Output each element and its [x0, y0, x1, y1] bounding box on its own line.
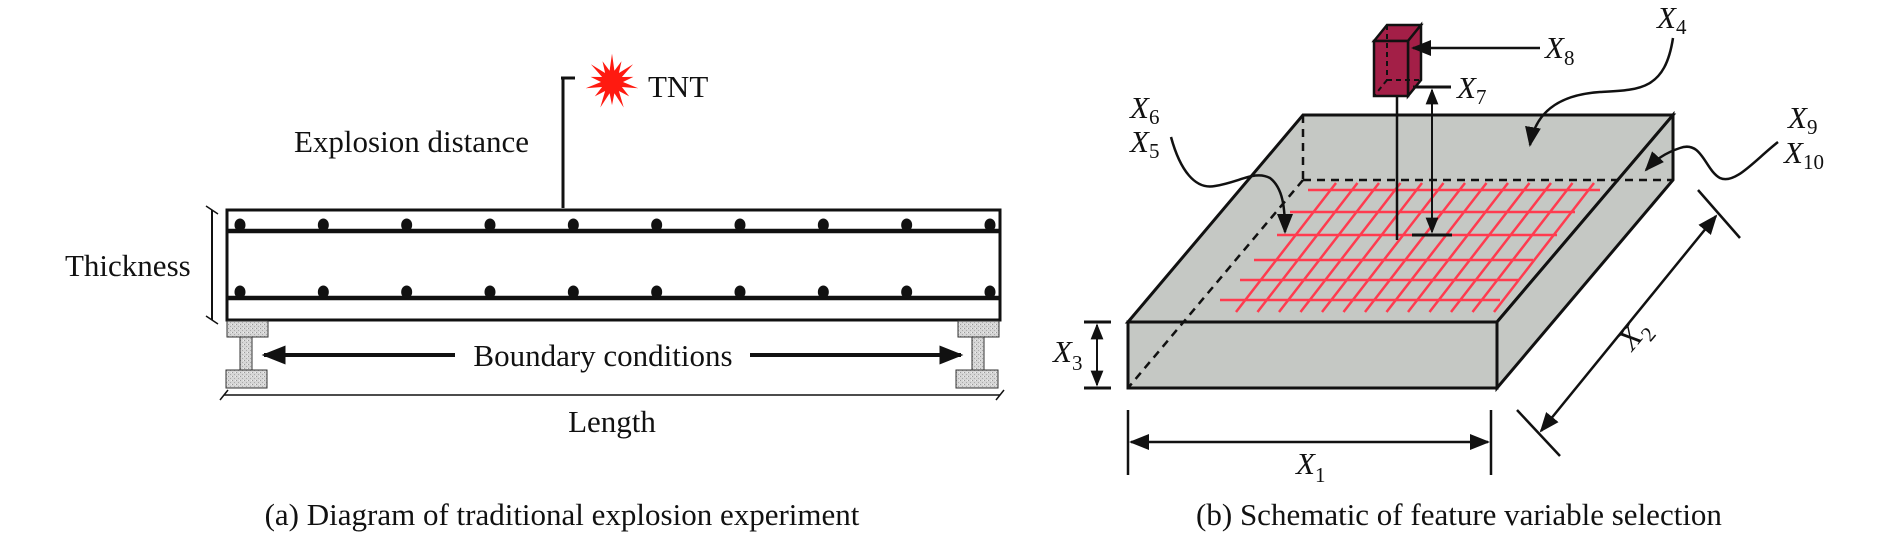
- label-x9: X9: [1786, 100, 1817, 139]
- rebar-top-dot: [734, 218, 746, 232]
- mesh-bar-diagonal: [1364, 182, 1466, 313]
- tnt-explosion-icon: [585, 53, 639, 108]
- rebar-bottom-dot: [567, 285, 579, 299]
- rebar-bottom-dot: [734, 285, 746, 299]
- rebar-top-dot: [817, 218, 829, 232]
- caption-b: (b) Schematic of feature variable select…: [1196, 497, 1722, 532]
- right-support: [955, 320, 1000, 389]
- mesh-bar-diagonal: [1321, 182, 1423, 313]
- rebar-top-dot: [234, 218, 246, 232]
- rebar-top-dot: [901, 218, 913, 232]
- length-tick-right: [995, 389, 1005, 401]
- panel-b: X1 X2 X3 X4 X5 X6 X7 X8 X9 X10 (b) Schem…: [1051, 0, 1824, 532]
- x4-pointer-arrow: [1525, 37, 1675, 147]
- mesh-bar-diagonal: [1278, 182, 1380, 313]
- label-x3: X3: [1051, 334, 1082, 375]
- slab-front-face: [1126, 320, 1499, 390]
- mesh-bar-diagonal: [1428, 182, 1531, 313]
- x2-upper-tick: [1697, 189, 1741, 239]
- rebar-top-dot: [984, 218, 996, 232]
- rebar-top-dot: [651, 218, 663, 232]
- rebar-bottom-dot: [651, 285, 663, 299]
- x2-lower-tick: [1516, 409, 1561, 457]
- length-tick-left: [219, 389, 229, 401]
- mesh-bar-diagonal: [1450, 182, 1552, 313]
- label-x2: X2: [1609, 311, 1661, 361]
- x5-x6-pointer-arrow: [1169, 136, 1293, 234]
- mesh-bar-diagonal: [1471, 182, 1574, 313]
- explosion-distance-label: Explosion distance: [294, 124, 529, 159]
- panel-a: TNT Explosion distance Thickness Boundar…: [65, 53, 1005, 532]
- label-x8: X8: [1543, 30, 1574, 70]
- mesh-bar-diagonal: [1407, 182, 1509, 313]
- rebar-top-dot: [484, 218, 496, 232]
- label-x6: X6: [1128, 90, 1159, 129]
- rebar-bottom-dot: [984, 285, 996, 299]
- label-x5: X5: [1128, 124, 1159, 163]
- thickness-tick-top: [205, 205, 219, 215]
- rebar-bottom-dot: [901, 285, 913, 299]
- mesh-bar-diagonal: [1385, 182, 1488, 313]
- length-label: Length: [568, 404, 656, 439]
- left-support: [225, 320, 269, 389]
- x9-x10-pointer-arrow: [1644, 141, 1779, 181]
- rebar-top-dot: [401, 218, 413, 232]
- mesh-bar-diagonal: [1256, 182, 1359, 313]
- explosive-charge-cube: [1371, 21, 1424, 100]
- mesh-bar-diagonal: [1235, 182, 1337, 313]
- tnt-label: TNT: [648, 69, 708, 104]
- caption-a: (a) Diagram of traditional explosion exp…: [265, 497, 860, 532]
- label-x10: X10: [1782, 135, 1824, 174]
- concrete-slab: [225, 208, 1002, 322]
- thickness-tick-bottom: [205, 315, 219, 325]
- boundary-conditions-label: Boundary conditions: [473, 338, 732, 373]
- rebar-mesh: [1220, 182, 1600, 313]
- rebar-bottom-dot: [234, 285, 246, 299]
- rebar-top-dot: [317, 218, 329, 232]
- label-x4: X4: [1655, 0, 1687, 39]
- rebar-dots: [234, 218, 996, 299]
- rebar-bottom-dot: [484, 285, 496, 299]
- rebar-top-dot: [567, 218, 579, 232]
- label-x1: X1: [1294, 446, 1325, 487]
- rebar-bottom-dot: [817, 285, 829, 299]
- hidden-edge-diagonal: [1127, 179, 1304, 389]
- label-x7: X7: [1455, 70, 1486, 109]
- thickness-label: Thickness: [65, 248, 191, 283]
- rebar-bottom-dot: [401, 285, 413, 299]
- mesh-bar-diagonal: [1299, 182, 1402, 313]
- rebar-bottom-dot: [317, 285, 329, 299]
- x2-dimension-arrow: [1539, 214, 1718, 433]
